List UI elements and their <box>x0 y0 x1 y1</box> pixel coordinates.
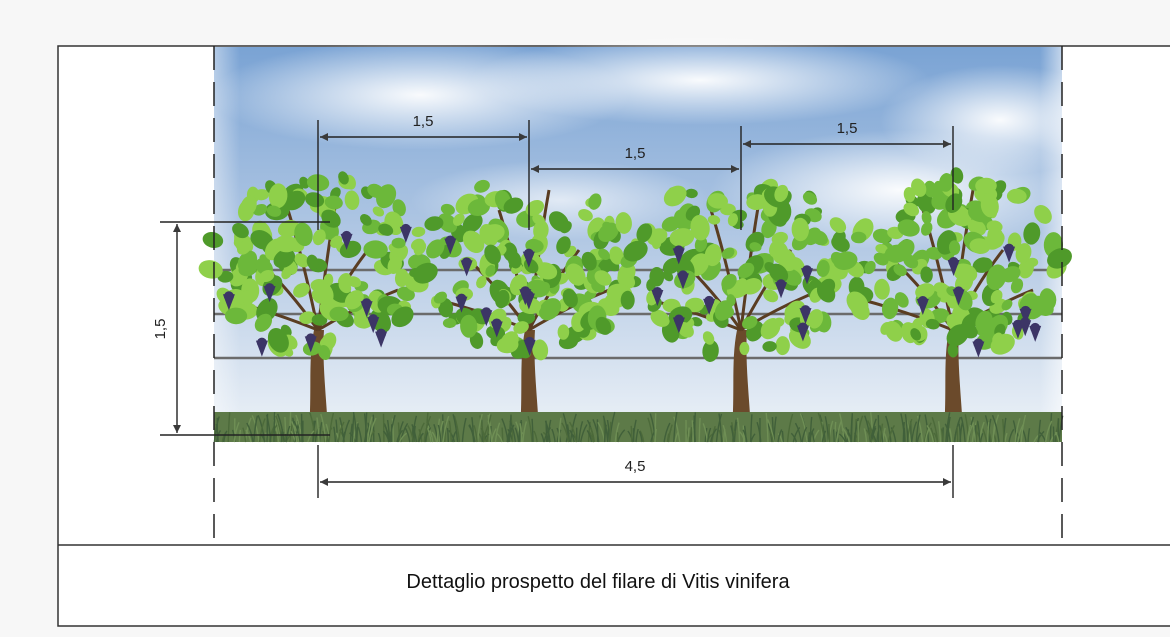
vine-3 <box>623 178 850 430</box>
drawing-caption: Dettaglio prospetto del filare di Vitis … <box>406 571 790 593</box>
vine-4 <box>833 167 1072 430</box>
total-length-label: 4,5 <box>625 458 646 475</box>
dimensions <box>160 120 954 498</box>
grass-strip <box>213 411 1064 443</box>
height-label: 1,5 <box>152 319 169 340</box>
vine-2 <box>413 179 642 430</box>
vine-row <box>198 167 1072 430</box>
spacing-label-2: 1,5 <box>625 145 646 162</box>
spacing-label-1: 1,5 <box>413 113 434 130</box>
spacing-label-3: 1,5 <box>837 120 858 137</box>
vine-1 <box>198 171 431 430</box>
reference-lines <box>213 46 1063 545</box>
